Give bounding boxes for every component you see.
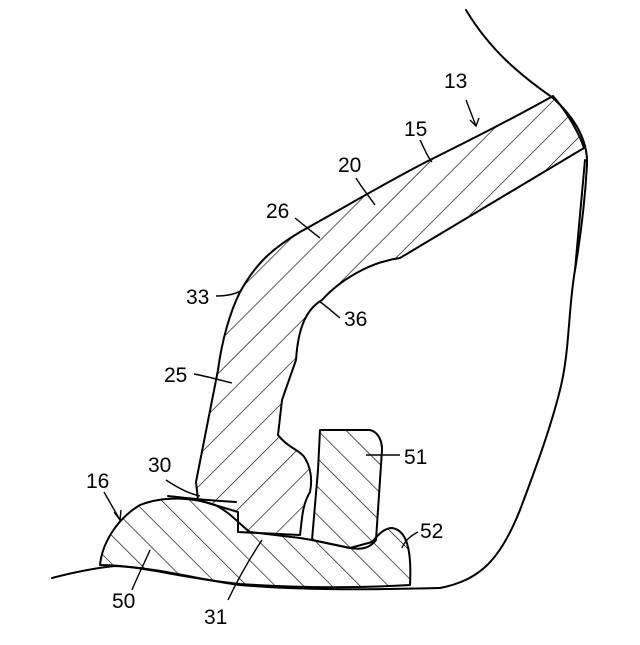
- label-15: 15: [404, 118, 427, 141]
- label-36: 36: [344, 308, 367, 331]
- body-outline: [440, 10, 587, 588]
- label-50: 50: [112, 590, 135, 613]
- label-25: 25: [164, 364, 187, 387]
- label-16: 16: [86, 470, 109, 493]
- label-31: 31: [204, 606, 227, 629]
- label-30: 30: [148, 454, 171, 477]
- label-26: 26: [266, 200, 289, 223]
- label-52: 52: [420, 520, 443, 543]
- bracket-member: [196, 96, 584, 535]
- label-51: 51: [404, 446, 427, 469]
- block-51: [312, 430, 382, 549]
- label-33: 33: [186, 286, 209, 309]
- label-13: 13: [444, 70, 467, 93]
- label-20: 20: [338, 154, 361, 177]
